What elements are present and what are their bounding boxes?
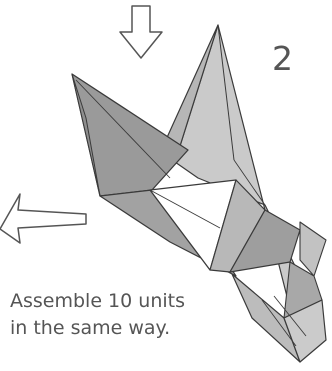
arrow-down-icon — [120, 6, 162, 58]
caption-line: Assemble 10 units — [10, 288, 185, 315]
caption-line: in the same way. — [10, 315, 185, 342]
instruction-caption: Assemble 10 units in the same way. — [10, 288, 185, 342]
arrow-left-icon — [0, 194, 86, 243]
step-number: 2 — [272, 42, 293, 75]
right-facet-c — [300, 222, 326, 276]
